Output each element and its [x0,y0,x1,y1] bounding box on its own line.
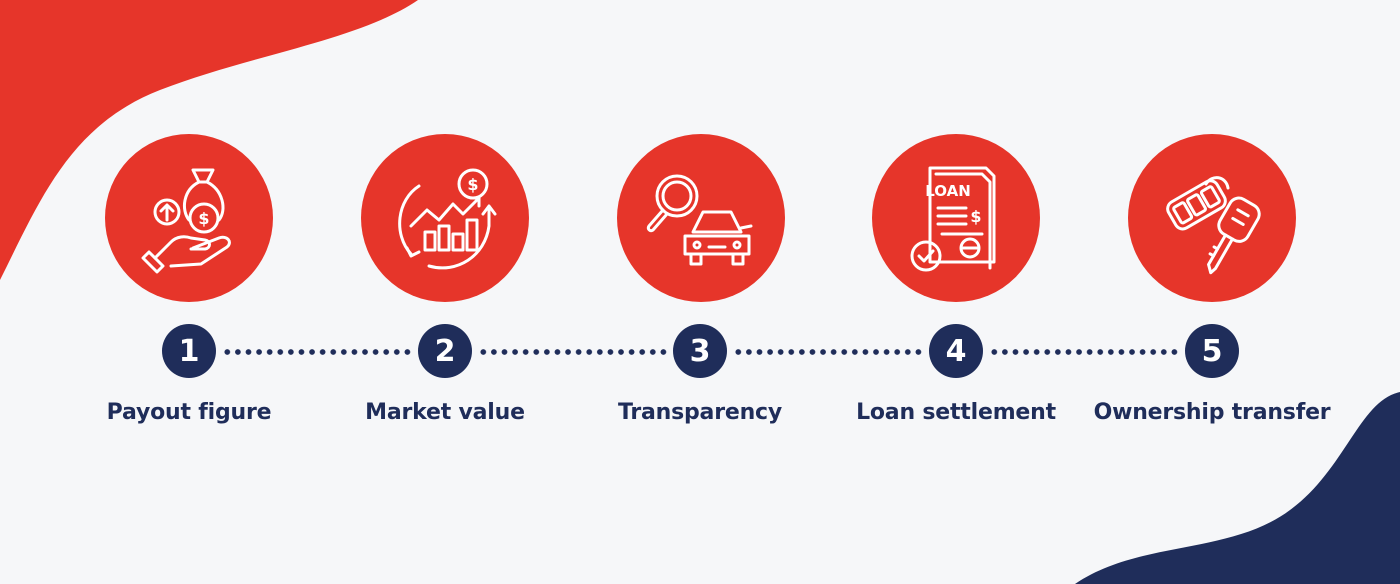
connector-2-3 [478,349,668,355]
svg-text:LOAN: LOAN [925,182,971,200]
step-3-label: Transparency [617,400,783,425]
svg-text:$: $ [198,209,209,228]
step-1-icon-circle: $ [105,134,273,302]
car-inspection-magnifier-icon [646,174,753,266]
step-2-label: Market value [365,400,525,425]
connector-1-2 [222,349,412,355]
connector-4-5 [989,349,1179,355]
step-3-icon-circle [617,134,785,302]
connector-3-4 [733,349,923,355]
step-5-number: 5 [1185,324,1239,378]
step-1-number: 1 [162,324,216,378]
step-5-icon-circle [1128,134,1296,302]
step-4-label: Loan settlement [856,400,1056,425]
step-4-number: 4 [929,324,983,378]
step-5-label: Ownership transfer [1093,400,1331,425]
svg-text:$: $ [467,175,478,194]
step-1-label: Payout figure [106,400,272,425]
loan-document-icon: LOAN $ [910,166,996,272]
money-bag-hand-icon: $ [141,168,231,274]
step-2-icon-circle: $ [361,134,529,302]
market-growth-chart-icon: $ [398,168,497,270]
step-4-icon-circle: LOAN $ [872,134,1040,302]
svg-text:$: $ [970,207,981,226]
car-keys-icon [1166,176,1261,275]
step-2-number: 2 [418,324,472,378]
step-3-number: 3 [673,324,727,378]
